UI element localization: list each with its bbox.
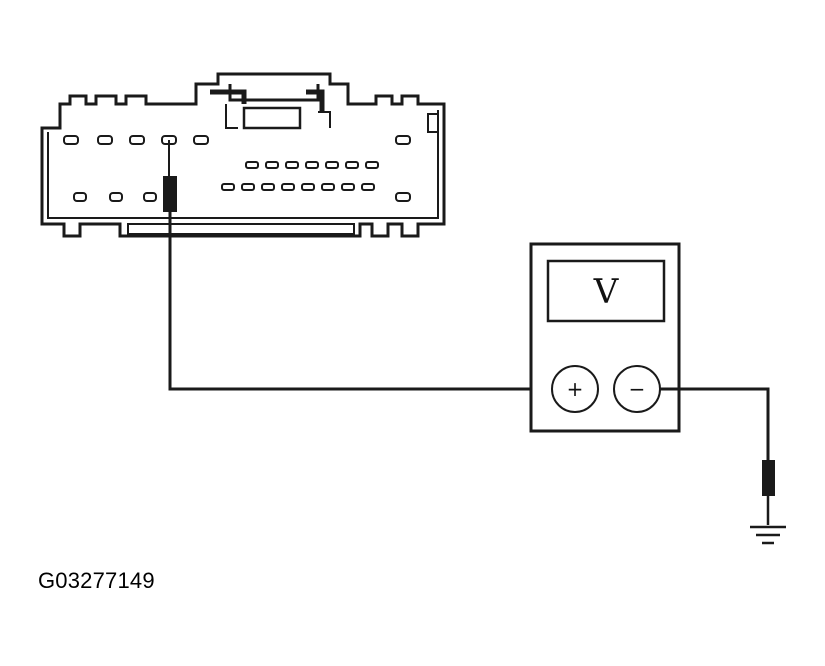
negative-terminal: − — [613, 365, 661, 413]
multimeter: V + − — [529, 242, 681, 433]
positive-terminal-symbol: + — [567, 377, 584, 401]
ground-probe — [762, 460, 775, 496]
figure-id: G03277149 — [38, 568, 155, 593]
back-probe — [163, 176, 177, 212]
ground-symbol-icon — [750, 525, 786, 545]
connector-pin-cavities — [63, 135, 411, 202]
positive-test-lead — [163, 140, 552, 391]
negative-test-lead — [660, 387, 775, 525]
negative-terminal-symbol: − — [629, 377, 646, 401]
meter-display — [546, 259, 666, 323]
electrical-connector — [40, 72, 446, 238]
positive-terminal: + — [551, 365, 599, 413]
voltage-symbol: V — [593, 272, 620, 312]
